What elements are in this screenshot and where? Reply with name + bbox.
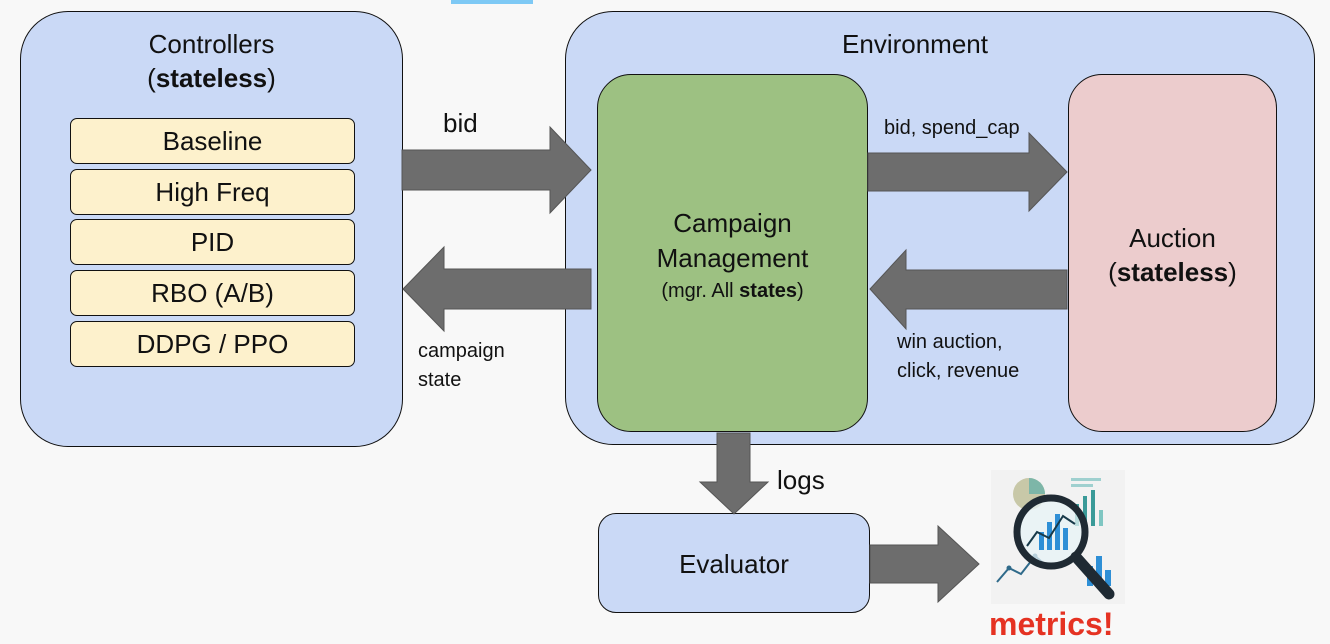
controller-item-rbo[interactable]: RBO (A/B) <box>70 270 355 316</box>
win-auction-arrow <box>869 248 1068 331</box>
controller-item-ddpg-ppo[interactable]: DDPG / PPO <box>70 321 355 367</box>
controllers-stateless-label: stateless <box>155 63 268 93</box>
controllers-title-label: Controllers <box>148 29 275 59</box>
campaign-management-label: Campaign Management (mgr. All states) <box>597 206 868 306</box>
bid-spend-cap-arrow <box>867 131 1068 213</box>
campaign-state-arrow <box>402 245 592 333</box>
controllers-title: Controllers (stateless) <box>20 27 403 95</box>
campaign-state-label: campaign state <box>418 340 505 391</box>
controller-item-high-freq[interactable]: High Freq <box>70 169 355 215</box>
auction-subtitle: (stateless) <box>1108 257 1237 287</box>
environment-title: Environment <box>842 29 988 59</box>
logs-arrow <box>698 432 770 515</box>
magnifier-over-charts-icon <box>991 470 1125 604</box>
metrics-label: metrics! <box>989 606 1114 642</box>
controller-item-baseline[interactable]: Baseline <box>70 118 355 164</box>
campaign-management-sub: (mgr. All states) <box>661 280 804 302</box>
auction-box <box>1068 74 1277 432</box>
evaluator-label: Evaluator <box>679 549 789 579</box>
controllers-subtitle: (stateless) <box>147 63 276 93</box>
bid-spend-cap-label: bid, spend_cap <box>884 117 1020 139</box>
campaign-management-box <box>597 74 868 432</box>
logs-label: logs <box>777 465 825 495</box>
top-highlight-bar <box>451 0 533 4</box>
metrics-arrow <box>869 524 980 604</box>
controller-item-pid[interactable]: PID <box>70 219 355 265</box>
bid-label: bid <box>443 108 478 138</box>
win-auction-label: win auction, click, revenue <box>897 331 1020 382</box>
bid-arrow <box>401 125 592 215</box>
auction-label: Auction (stateless) <box>1068 221 1277 289</box>
